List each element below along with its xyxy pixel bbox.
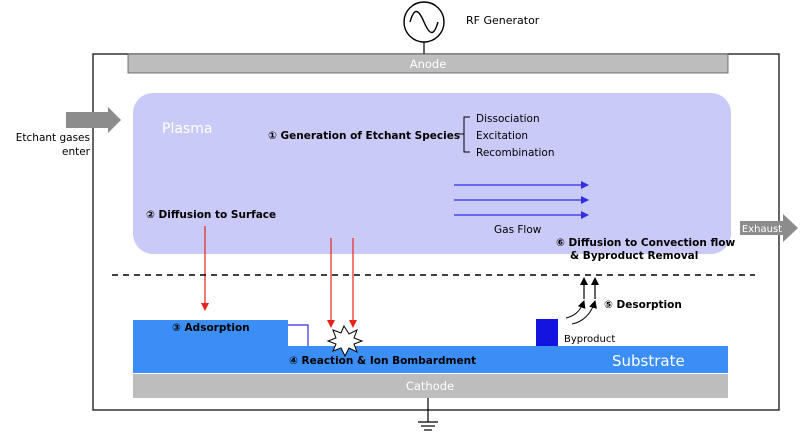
step3-label: ③ Adsorption bbox=[172, 322, 250, 334]
byproduct-label: Byproduct bbox=[564, 334, 615, 345]
step1-brace bbox=[458, 116, 470, 153]
sine-wave-icon bbox=[409, 10, 439, 34]
gas-inlet-arrow bbox=[66, 107, 121, 133]
plasma-label: Plasma bbox=[162, 121, 212, 137]
anode-label: Anode bbox=[410, 57, 447, 71]
exhaust-arrow bbox=[740, 214, 798, 242]
anode-electrode bbox=[127, 53, 729, 74]
desorption-arrow-1 bbox=[565, 300, 586, 319]
step4-label: ④ Reaction & Ion Bombardment bbox=[289, 355, 476, 367]
ion-impact-icon bbox=[326, 324, 364, 358]
byproduct-block bbox=[536, 319, 558, 346]
rf-generator: RF Generator bbox=[403, 1, 540, 54]
step1-sub-excitation: Excitation bbox=[476, 130, 528, 142]
substrate-label: Substrate bbox=[612, 352, 685, 370]
cathode-electrode bbox=[133, 374, 728, 398]
substrate-base bbox=[133, 346, 728, 373]
adsorption-layer bbox=[133, 320, 288, 347]
cathode-label: Cathode bbox=[406, 379, 454, 393]
step1-sub-recombination: Recombination bbox=[476, 147, 555, 159]
desorption-arrow-2 bbox=[571, 300, 597, 325]
step5-label: ⑤ Desorption bbox=[604, 299, 682, 311]
exhaust-label: Exhaust bbox=[742, 224, 782, 235]
rf-generator-label: RF Generator bbox=[466, 14, 540, 27]
etchant-gases-label-line2: enter bbox=[62, 146, 91, 158]
step1-sub-dissociation: Dissociation bbox=[476, 113, 540, 125]
step2-label: ② Diffusion to Surface bbox=[146, 209, 276, 221]
etch-profile-line bbox=[288, 324, 309, 346]
step6-label-line2: & Byproduct Removal bbox=[570, 250, 698, 262]
step1-label: ① Generation of Etchant Species bbox=[268, 130, 460, 142]
gas-flow-label: Gas Flow bbox=[494, 224, 542, 236]
step6-label-line1: ⑥ Diffusion to Convection flow bbox=[556, 237, 735, 249]
etchant-gases-label-line1: Etchant gases bbox=[16, 132, 90, 144]
ground-icon bbox=[418, 398, 438, 431]
plasma-region bbox=[133, 93, 731, 254]
